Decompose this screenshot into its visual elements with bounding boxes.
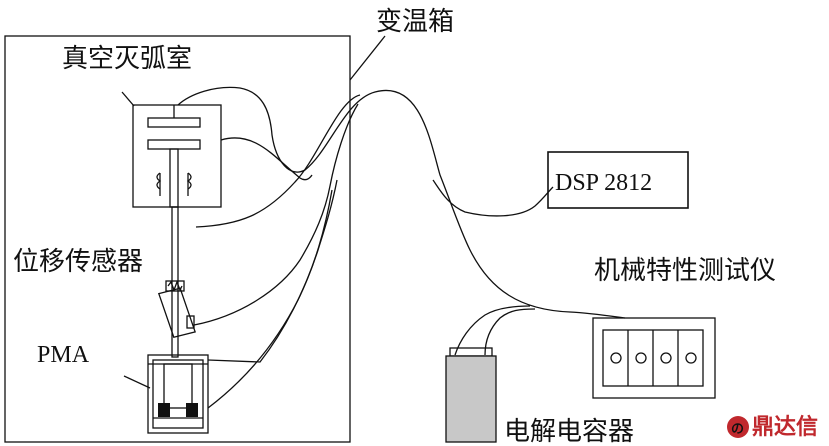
electrolytic-capacitor <box>445 347 497 443</box>
label-pma: PMA <box>37 342 90 368</box>
leader-interrupter <box>121 91 135 107</box>
watermark-logo: の 鼎达信 <box>727 414 818 440</box>
temperature-chamber-box <box>4 35 351 443</box>
watermark-icon <box>727 416 749 438</box>
label-tester: 机械特性测试仪 <box>594 256 776 286</box>
leader-chamber <box>349 35 386 81</box>
label-vacuum-interrupter: 真空灭弧室 <box>62 44 192 74</box>
label-temperature-chamber: 变温箱 <box>376 7 454 37</box>
tester-knob-3 <box>660 352 672 364</box>
svg-text:の: の <box>731 422 744 437</box>
leader-pma <box>123 375 151 389</box>
label-displacement-sensor: 位移传感器 <box>13 247 143 277</box>
watermark-text: 鼎达信 <box>752 414 818 440</box>
connecting-rod <box>171 206 179 358</box>
tester-knob-2 <box>635 352 647 364</box>
pma-actuator <box>147 354 209 434</box>
tester-knob-1 <box>610 352 622 364</box>
tester-knob-4 <box>685 352 697 364</box>
dsp-box <box>547 151 689 209</box>
label-capacitor: 电解电容器 <box>504 417 634 446</box>
vacuum-interrupter <box>132 104 222 208</box>
tester-device <box>592 317 716 399</box>
label-dsp: DSP 2812 <box>555 170 652 196</box>
cables <box>177 86 626 409</box>
displacement-sensor-coupling <box>157 280 196 339</box>
